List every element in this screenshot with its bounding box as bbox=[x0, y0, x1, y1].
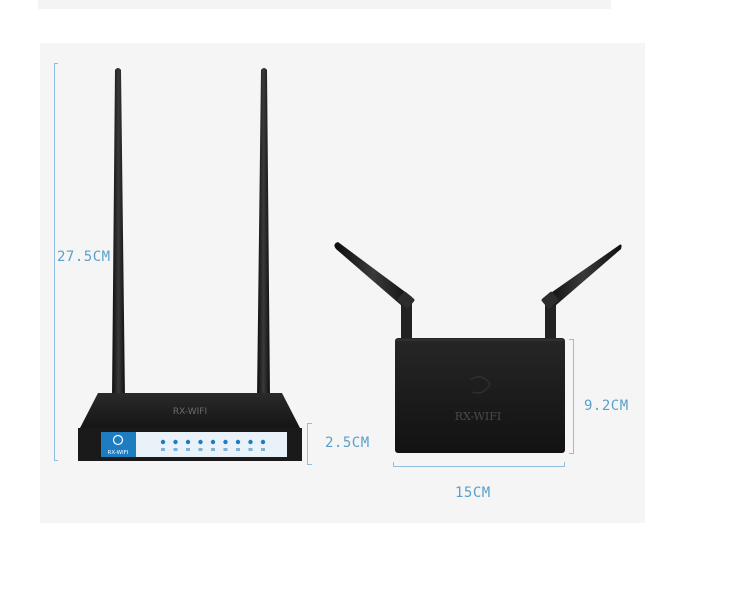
led-indicator bbox=[198, 439, 203, 445]
led-caption-mark bbox=[223, 448, 228, 451]
led-caption-mark bbox=[186, 448, 190, 451]
led-indicator bbox=[210, 439, 216, 445]
led-caption-mark bbox=[261, 448, 265, 451]
led-indicator bbox=[235, 439, 241, 445]
led-caption-mark bbox=[173, 448, 178, 451]
front-top-label: RX-WIFI bbox=[173, 407, 207, 417]
left-antenna bbox=[112, 68, 125, 400]
right-antenna bbox=[257, 68, 270, 400]
led-caption-mark bbox=[211, 448, 215, 451]
led-indicator bbox=[173, 439, 178, 445]
led-caption-mark bbox=[248, 448, 253, 451]
thickness-dimension-label: 2.5CM bbox=[325, 435, 370, 451]
depth-dimension-label: 9.2CM bbox=[584, 398, 629, 414]
router-front-view: RX-WIFI RX-WIFI bbox=[78, 68, 302, 461]
width-dimension-label: 15CM bbox=[455, 485, 491, 501]
led-caption-mark bbox=[161, 448, 165, 451]
led-indicator bbox=[160, 439, 166, 445]
top-logo-icon bbox=[469, 376, 491, 394]
router-top-body bbox=[395, 338, 565, 453]
led-indicator bbox=[260, 439, 266, 445]
left-folded-antenna bbox=[334, 242, 415, 340]
led-indicator bbox=[223, 439, 228, 445]
top-body-label: RX-WIFI bbox=[455, 410, 501, 423]
right-folded-antenna bbox=[541, 244, 622, 340]
logo-icon bbox=[112, 434, 124, 446]
height-dimension-label: 27.5CM bbox=[57, 249, 111, 265]
width-dimension-bracket bbox=[393, 462, 565, 467]
led-caption-mark bbox=[198, 448, 203, 451]
brand-badge-text: RX-WIFI bbox=[108, 450, 129, 456]
led-indicator bbox=[248, 439, 253, 445]
depth-dimension-bracket bbox=[569, 339, 574, 454]
thickness-dimension-bracket bbox=[307, 423, 312, 465]
led-caption-mark bbox=[236, 448, 240, 451]
top-strip bbox=[38, 0, 611, 9]
led-indicator bbox=[185, 439, 191, 445]
router-top-face bbox=[80, 393, 300, 428]
router-top-view: RX-WIFI bbox=[334, 242, 622, 453]
height-dimension-bracket bbox=[54, 63, 58, 461]
led-indicators bbox=[160, 439, 266, 451]
